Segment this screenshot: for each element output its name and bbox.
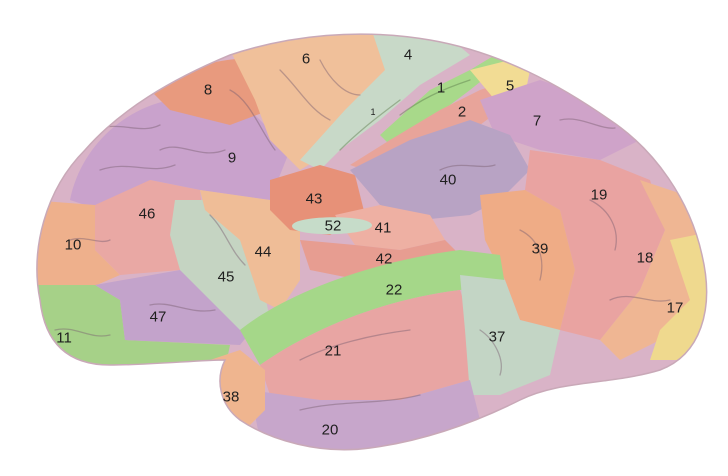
label-area-41: 41 (374, 219, 392, 237)
label-area-5: 5 (505, 77, 515, 95)
label-area-44: 44 (254, 243, 272, 261)
area-41-region (335, 205, 445, 250)
gyri-lines (54, 59, 671, 411)
label-area-11: 11 (56, 329, 72, 347)
label-area-20: 20 (321, 421, 339, 439)
area-37-region (460, 275, 560, 395)
area-22-region (240, 250, 505, 365)
area-21-region (260, 290, 470, 400)
label-area-22: 22 (385, 281, 403, 299)
label-area-38: 38 (222, 388, 240, 406)
label-area-19: 19 (590, 186, 608, 204)
label-area-40: 40 (439, 171, 457, 189)
label-area-18: 18 (636, 249, 654, 267)
area-4-region (300, 34, 470, 170)
label-area-45: 45 (217, 268, 235, 286)
area-1-region (380, 55, 505, 145)
area-39-region (480, 190, 575, 330)
area-19-region (525, 150, 665, 340)
label-area-37: 37 (488, 328, 506, 346)
label-area-8: 8 (203, 81, 213, 99)
label-area-1: 1 (436, 79, 446, 97)
label-area-10: 10 (64, 236, 82, 254)
label-area-6: 6 (301, 50, 311, 68)
label-area-17: 17 (666, 299, 684, 317)
area-44-region (200, 190, 300, 310)
label-area-47: 47 (149, 308, 167, 326)
area-10-region (37, 200, 120, 290)
area-18-region (600, 180, 707, 360)
label-area-7: 7 (532, 112, 542, 130)
area-17-region (650, 230, 707, 360)
label-area-43: 43 (305, 190, 323, 208)
area-20-region (250, 380, 480, 450)
area-9-region (70, 100, 290, 210)
area-45-region (170, 200, 270, 330)
label-area-52: 52 (324, 217, 342, 235)
label-area-9: 9 (227, 149, 237, 167)
area-11-region (37, 285, 230, 370)
label-area-2: 2 (457, 103, 467, 121)
area-52-region (292, 217, 373, 235)
label-area-42: 42 (375, 250, 393, 268)
label-area-39: 39 (531, 240, 549, 258)
label-area-21: 21 (324, 342, 342, 360)
label-area-1-small: 1 (370, 107, 376, 117)
label-area-4: 4 (403, 46, 413, 64)
brain-outline (36, 33, 708, 451)
label-area-46: 46 (138, 205, 156, 223)
